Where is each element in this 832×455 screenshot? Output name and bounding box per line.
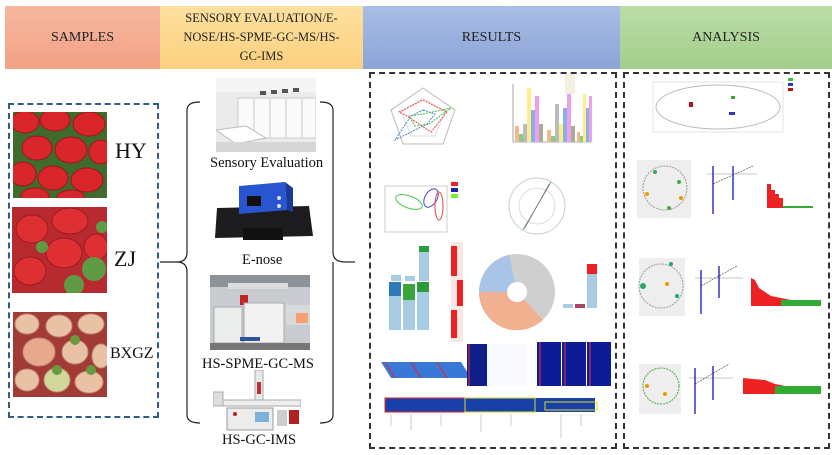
analysis-row-3 bbox=[639, 363, 821, 414]
gc-ims-photo bbox=[213, 370, 301, 432]
header-methods: SENSORY EVALUATION/E-NOSE/HS-SPME-GC-MS/… bbox=[160, 6, 363, 69]
sample-label-bxgz: BXGZ bbox=[110, 345, 154, 362]
method-label-sensory: Sensory Evaluation bbox=[210, 155, 324, 171]
header-analysis: ANALYSIS bbox=[620, 6, 832, 69]
e-nose-pca-plot bbox=[384, 182, 458, 233]
gc-ms-photo bbox=[210, 275, 310, 350]
sample-label-hy: HY bbox=[115, 138, 147, 163]
gc-ms-heatmap bbox=[451, 242, 463, 342]
method-label-gc-ims: HS-GC-IMS bbox=[222, 432, 297, 448]
gc-ms-sunburst-chart bbox=[478, 254, 555, 331]
analysis-row-1 bbox=[637, 160, 813, 218]
strawberry-photo-zj bbox=[12, 207, 107, 293]
gc-ims-topographic-spectra bbox=[537, 342, 611, 386]
strawberry-photo-bxgz bbox=[13, 312, 107, 397]
header-samples: SAMPLES bbox=[5, 6, 160, 69]
e-nose-photo bbox=[213, 178, 313, 244]
header-results: RESULTS bbox=[363, 6, 620, 69]
results-figures bbox=[381, 74, 611, 438]
sample-label-zj: ZJ bbox=[114, 246, 136, 271]
pls-da-score-plot bbox=[652, 78, 793, 133]
analysis-figures bbox=[637, 78, 821, 414]
gc-ims-difference-spectra bbox=[467, 344, 527, 386]
e-nose-bar-chart bbox=[512, 74, 592, 143]
samples-box bbox=[8, 103, 159, 418]
gc-ims-3d-spectra bbox=[381, 361, 471, 379]
left-brace bbox=[160, 101, 201, 424]
analysis-row-2 bbox=[638, 258, 821, 316]
method-label-gc-ms: HS-SPME-GC-MS bbox=[202, 356, 314, 372]
gc-ims-stacked-bars bbox=[563, 264, 597, 308]
sensory-radar-chart bbox=[390, 87, 456, 145]
right-brace bbox=[319, 101, 346, 424]
analysis-box bbox=[623, 72, 830, 449]
sensory-room-photo bbox=[216, 78, 316, 152]
brace-connectors bbox=[160, 101, 355, 424]
results-box bbox=[369, 72, 617, 449]
e-nose-loadings-radar bbox=[508, 177, 566, 235]
gc-ims-fingerprint bbox=[384, 397, 598, 438]
strawberry-photo-hy bbox=[13, 112, 107, 198]
gc-ms-stacked-bars bbox=[389, 246, 429, 330]
method-label-e-nose: E-nose bbox=[242, 252, 283, 268]
